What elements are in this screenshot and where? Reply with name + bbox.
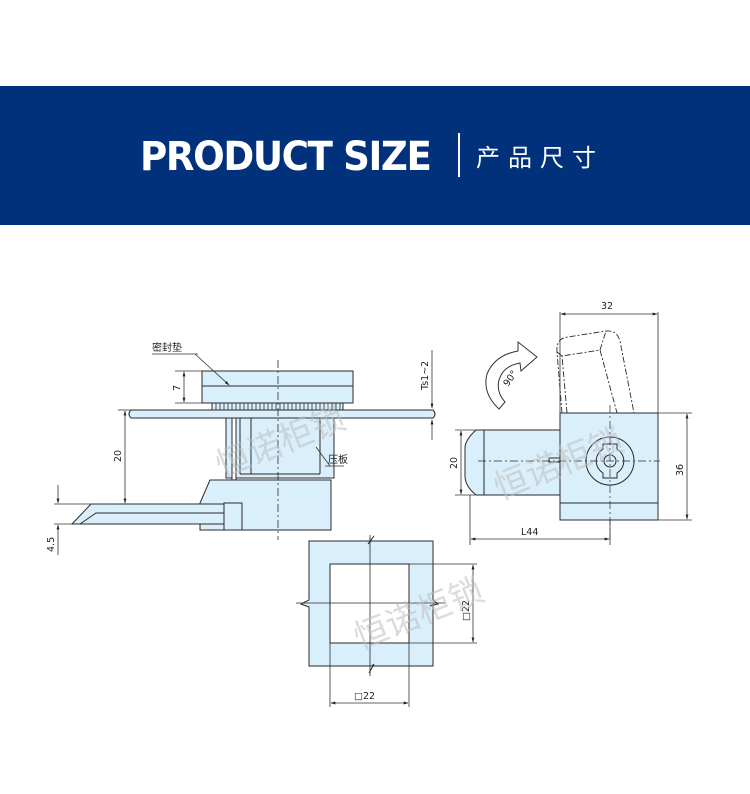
banner-divider bbox=[458, 133, 460, 177]
side-view bbox=[70, 360, 436, 540]
label-pressure-plate: 压板 bbox=[328, 453, 348, 466]
rotation-arrow-icon bbox=[485, 340, 538, 410]
dim-cutout-height: □22 bbox=[461, 600, 472, 621]
header-banner bbox=[0, 86, 750, 225]
dim-handle-offset: 4.5 bbox=[46, 537, 57, 552]
label-seal-gasket: 密封垫 bbox=[152, 341, 182, 354]
dim-body-height: 20 bbox=[113, 450, 124, 462]
cutout-view bbox=[296, 535, 445, 676]
dim-handle-height: 20 bbox=[449, 457, 460, 469]
dim-front-height: 36 bbox=[675, 464, 686, 476]
rotation-angle: 90° bbox=[501, 369, 520, 389]
front-view bbox=[464, 330, 660, 540]
dim-panel-thickness: Ts1~2 bbox=[420, 361, 431, 391]
dim-handle-width: 32 bbox=[601, 301, 613, 312]
dim-cutout-width: □22 bbox=[354, 691, 375, 702]
banner-title: PRODUCT SIZE bbox=[140, 134, 432, 180]
banner-subtitle: 产品尺寸 bbox=[476, 144, 604, 172]
dim-gasket-height: 7 bbox=[172, 385, 183, 391]
dim-length: L44 bbox=[521, 527, 538, 538]
